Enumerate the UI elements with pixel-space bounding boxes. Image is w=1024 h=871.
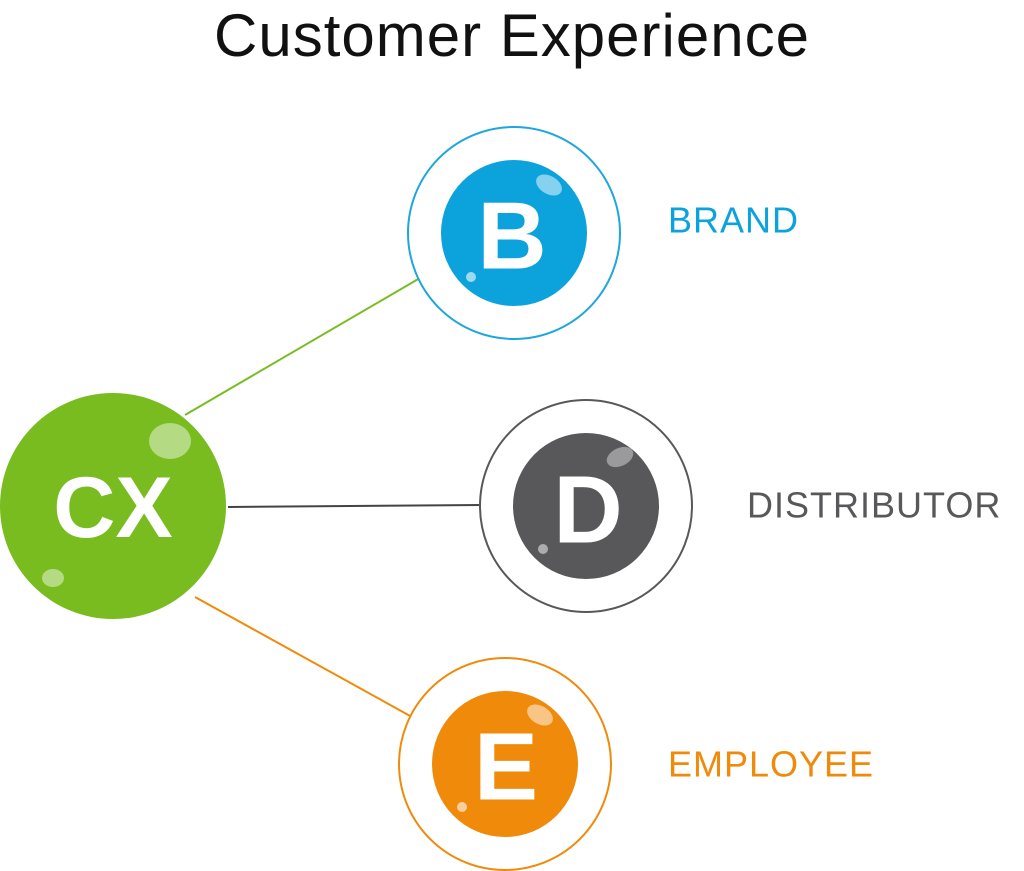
cx-letters: CX — [53, 460, 172, 556]
distributor-highlight — [606, 446, 634, 468]
cx-highlight — [149, 423, 191, 459]
connector-brand — [184, 277, 421, 416]
node-distributor: D DISTRIBUTOR — [479, 399, 1001, 613]
employee-circle — [432, 691, 578, 837]
distributor-highlight-small — [538, 544, 548, 554]
brand-highlight-small — [466, 272, 476, 282]
employee-highlight-small — [457, 802, 467, 812]
node-cx: CX — [0, 393, 226, 619]
distributor-label: DISTRIBUTOR — [747, 485, 1001, 526]
brand-label: BRAND — [668, 200, 799, 241]
cx-circle — [0, 393, 226, 619]
brand-circle — [441, 160, 587, 306]
node-employee: E EMPLOYEE — [398, 657, 874, 871]
employee-letter: E — [474, 714, 538, 821]
connector-employee — [194, 596, 413, 718]
brand-letter: B — [477, 183, 546, 290]
cx-highlight-small — [42, 569, 64, 587]
employee-highlight — [527, 704, 553, 726]
distributor-circle — [513, 433, 659, 579]
diagram-title: Customer Experience — [214, 2, 810, 69]
node-brand: B BRAND — [407, 126, 799, 340]
distributor-letter: D — [553, 457, 622, 564]
connector-distributor — [227, 504, 483, 508]
brand-highlight — [536, 174, 562, 196]
employee-label: EMPLOYEE — [668, 744, 874, 785]
